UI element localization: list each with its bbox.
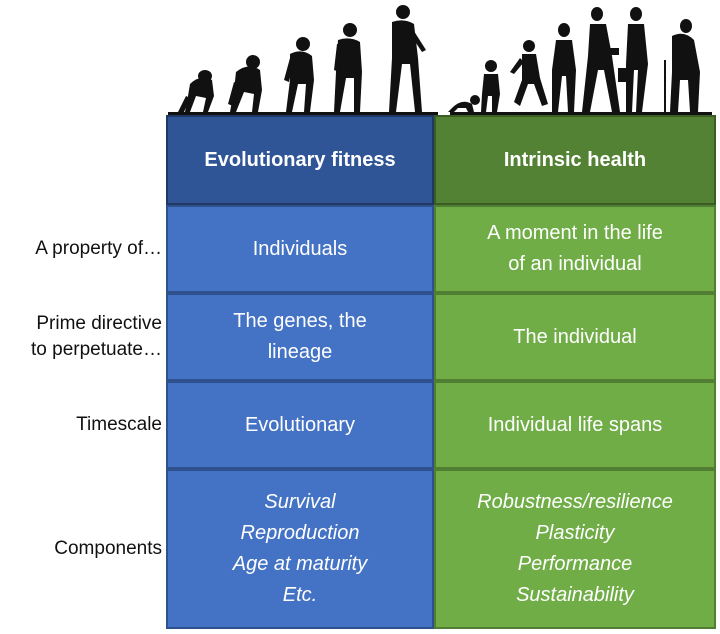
cell-fitness-timescale: Evolutionary bbox=[166, 381, 434, 469]
cell-health-components: Robustness/resilience Plasticity Perform… bbox=[434, 469, 716, 629]
cell-fitness-components: Survival Reproduction Age at maturity Et… bbox=[166, 469, 434, 629]
row-label-property: A property of… bbox=[35, 238, 162, 259]
cell-fitness-property: Individuals bbox=[166, 205, 434, 293]
illustration bbox=[168, 5, 712, 115]
row-label-timescale: Timescale bbox=[76, 414, 162, 435]
cell-health-prime-directive: The individual bbox=[434, 293, 716, 381]
cell-health-timescale: Individual life spans bbox=[434, 381, 716, 469]
comparison-table: Evolutionary fitness Intrinsic health In… bbox=[166, 115, 716, 629]
evolution-silhouettes-icon bbox=[168, 5, 438, 115]
human-lifespan-silhouettes-icon bbox=[448, 7, 712, 115]
header-intrinsic-health: Intrinsic health bbox=[434, 115, 716, 205]
header-evolutionary-fitness: Evolutionary fitness bbox=[166, 115, 434, 205]
row-label-components: Components bbox=[54, 538, 162, 559]
